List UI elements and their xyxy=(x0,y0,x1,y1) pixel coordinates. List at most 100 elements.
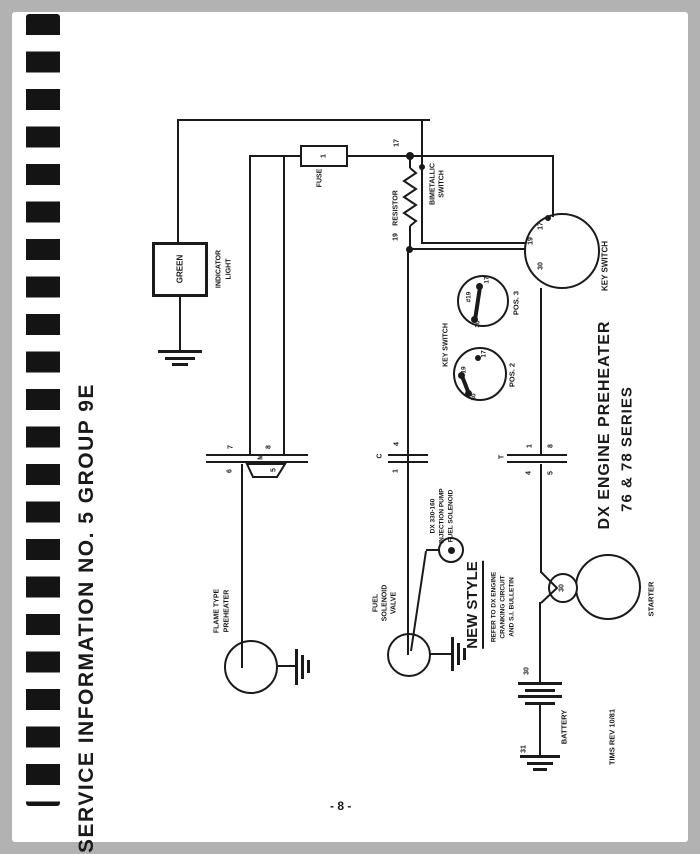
caption-line1: DX ENGINE PREHEATER xyxy=(596,320,613,530)
wire xyxy=(179,297,181,351)
starter-body-symbol xyxy=(575,554,641,620)
injection-pump-label-line1: DX 330-160 xyxy=(429,498,437,534)
junction-17-label: 17 xyxy=(393,139,401,147)
new-style-note-line3: AND S.I. BULLETIN xyxy=(508,577,516,637)
wire xyxy=(409,226,411,249)
battery-plate xyxy=(525,702,555,705)
pos2-diagram-circle xyxy=(453,347,507,401)
new-style-title: NEW STYLE xyxy=(464,561,484,649)
injection-pump-label-line3: FUEL SOLENOID xyxy=(447,489,455,543)
fuse-label: FUSE xyxy=(316,168,324,188)
revision-note: TIMS REV 10/81 xyxy=(607,708,617,766)
spiral-binding xyxy=(26,14,60,806)
pos2-t30: 30 xyxy=(470,393,478,401)
fuel-solenoid-valve-symbol xyxy=(387,633,431,677)
ground-icon xyxy=(295,649,298,685)
connector-t-designation: T xyxy=(498,454,506,460)
pos2-t19: 19 xyxy=(460,366,468,374)
junction-19-label: 19 xyxy=(392,233,400,241)
ground-icon xyxy=(165,357,195,360)
pos-diagrams-label: KEY SWITCH xyxy=(442,323,450,367)
starter-label: STARTER xyxy=(646,581,656,617)
pos3-t30: 30 xyxy=(474,320,482,328)
indicator-light-label-line1: INDICATOR xyxy=(215,249,223,289)
connector-m-bar xyxy=(206,461,308,463)
indicator-light-color: GREEN xyxy=(175,254,185,284)
ground-icon xyxy=(172,363,188,366)
wire xyxy=(430,653,451,655)
connector-t-pin1: 1 xyxy=(526,444,534,448)
caption-line2: 76 & 78 SERIES xyxy=(618,386,636,512)
pos2-label: POS. 2 xyxy=(507,362,517,388)
fuel-valve-label-line2: SOLENOID xyxy=(381,584,389,622)
battery-t30: 30 xyxy=(523,667,531,675)
wire xyxy=(540,464,542,573)
pos3-contact-dot xyxy=(476,283,483,290)
flame-preheater-label-line2: PREHEATER xyxy=(223,589,231,633)
pos3-t17: 17 xyxy=(483,276,491,284)
connector-m-pin5: 5 xyxy=(270,468,278,472)
key-switch-t30: 30 xyxy=(537,262,545,270)
connector-m-designation: M xyxy=(257,454,265,460)
connector-t-pin5: 5 xyxy=(547,471,555,475)
wire xyxy=(407,249,409,655)
connector-t-pin4: 4 xyxy=(525,471,533,475)
indicator-light-symbol xyxy=(152,242,208,297)
injection-pump-solenoid-symbol xyxy=(438,537,464,563)
connector-m-bar xyxy=(206,454,308,456)
starter-t30: 30 xyxy=(558,584,566,592)
junction-dot xyxy=(406,152,414,160)
battery-plate xyxy=(518,695,562,698)
connector-t-bar xyxy=(507,461,567,463)
junction-dot xyxy=(545,215,551,221)
battery-plate xyxy=(518,682,562,685)
wire xyxy=(278,665,296,667)
connector-c-bar xyxy=(388,461,428,463)
wire xyxy=(249,155,251,455)
wire xyxy=(241,464,243,668)
connector-m-pin7: 7 xyxy=(227,445,235,449)
wire xyxy=(540,288,542,454)
wire xyxy=(539,703,541,756)
resistor-label: RESISTOR xyxy=(392,190,400,226)
battery-t31: 31 xyxy=(520,745,528,753)
wire xyxy=(426,549,439,551)
wire xyxy=(409,157,411,168)
key-switch-label: KEY SWITCH xyxy=(600,240,610,292)
pump-center-dot xyxy=(448,547,455,554)
bimetallic-label-line2: SWITCH xyxy=(438,170,446,198)
bimetallic-label-line1: BIMETALLIC xyxy=(429,163,437,205)
connector-c-pin1: 1 xyxy=(392,469,400,473)
pos3-t19: #19 xyxy=(465,291,473,303)
ground-icon xyxy=(457,643,460,665)
new-style-note-line2: CRANKING CIRCUIT xyxy=(499,575,507,639)
wire xyxy=(178,119,430,121)
pos2-contact-dot xyxy=(475,355,481,361)
fuse-value: 1 xyxy=(320,154,328,158)
connector-c-bar xyxy=(388,454,428,456)
fuse-symbol xyxy=(300,145,348,167)
key-switch-symbol xyxy=(524,213,600,289)
wire xyxy=(539,602,541,684)
key-switch-t17: 17 xyxy=(537,222,545,230)
ground-icon xyxy=(158,350,202,353)
pos3-diagram-circle xyxy=(457,275,509,327)
wire-contact xyxy=(409,248,525,250)
connector-t-pin8: 8 xyxy=(547,444,555,448)
battery-plate xyxy=(525,689,555,692)
wire xyxy=(250,155,302,157)
pos3-label: POS. 3 xyxy=(511,290,521,316)
fuel-valve-label-line3: VALVE xyxy=(390,591,398,615)
ground-icon xyxy=(527,762,553,765)
page-number: - 8 - xyxy=(330,799,352,813)
ground-icon xyxy=(520,755,560,758)
wire-contact xyxy=(421,242,525,244)
new-style-note-line1: REFER TO DX ENGINE xyxy=(490,571,498,643)
wire xyxy=(283,155,285,455)
ground-icon xyxy=(301,655,304,679)
fuel-valve-label-line1: FUEL xyxy=(372,593,380,613)
ground-icon xyxy=(451,637,454,671)
connector-c-designation: C xyxy=(376,453,384,459)
junction-dot xyxy=(406,246,413,253)
